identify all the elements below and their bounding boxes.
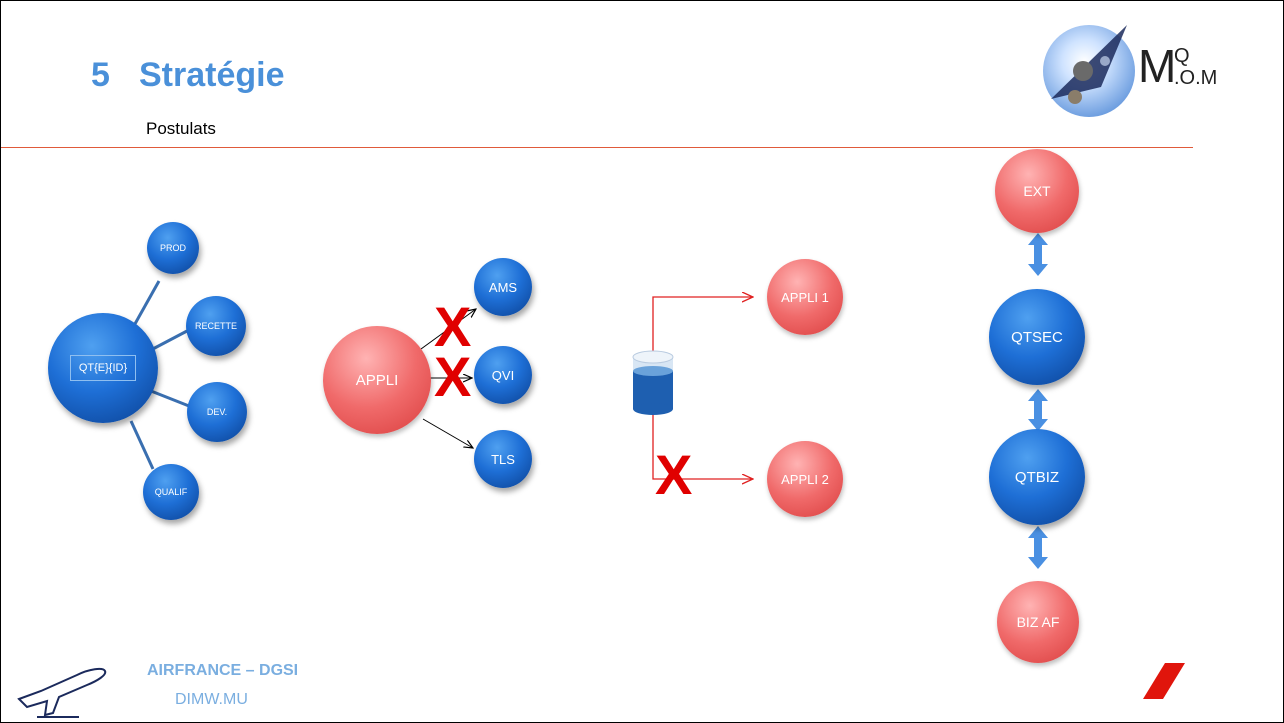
arrow-db-appli1 bbox=[652, 297, 753, 353]
double-arrow-qtsec-qtbiz bbox=[1028, 389, 1048, 431]
node-qt-eid: QT{E}{ID} bbox=[48, 313, 158, 423]
node-qvi: QVI bbox=[474, 346, 532, 404]
blocked-mark-appli2: X bbox=[655, 443, 693, 506]
node-dev: DEV. bbox=[187, 382, 247, 442]
airplane-icon bbox=[17, 667, 107, 718]
title-divider bbox=[1, 147, 1193, 148]
node-recette: RECETTE bbox=[186, 296, 246, 356]
node-qtbiz: QTBIZ bbox=[989, 429, 1085, 525]
node-appli2: APPLI 2 bbox=[767, 441, 843, 517]
page-title: 5 Stratégie bbox=[91, 56, 285, 95]
double-arrow-ext-qtsec bbox=[1028, 233, 1048, 276]
blocked-mark-ams: X bbox=[434, 295, 472, 358]
node-qtsec: QTSEC bbox=[989, 289, 1085, 385]
node-appli: APPLI bbox=[323, 326, 431, 434]
node-prod: PROD bbox=[147, 222, 199, 274]
database-icon bbox=[632, 350, 674, 415]
logo-om: .O.M bbox=[1174, 67, 1218, 89]
section-number: 5 bbox=[91, 56, 110, 94]
logo-q: Q bbox=[1174, 45, 1190, 67]
branch-line-dev bbox=[150, 389, 190, 408]
footer-unit: DIMW.MU bbox=[175, 691, 248, 708]
arrow-db-appli2 bbox=[652, 411, 753, 479]
node-qt-eid-label: QT{E}{ID} bbox=[69, 355, 137, 381]
blocked-mark-qvi: X bbox=[434, 345, 472, 408]
airfrance-stripe-logo bbox=[1143, 663, 1185, 699]
page-subtitle: Postulats bbox=[146, 119, 216, 138]
node-ext: EXT bbox=[995, 149, 1079, 233]
node-appli1: APPLI 1 bbox=[767, 259, 843, 335]
node-qualif: QUALIF bbox=[143, 464, 199, 520]
section-title: Stratégie bbox=[139, 56, 285, 94]
double-arrow-qtbiz-bizaf bbox=[1028, 526, 1048, 569]
branch-line-recette bbox=[148, 329, 188, 353]
arrow-appli-tls bbox=[422, 418, 473, 448]
branch-line-prod bbox=[129, 280, 161, 332]
node-tls: TLS bbox=[474, 430, 532, 488]
branch-line-qualif bbox=[129, 420, 155, 470]
node-biz-af: BIZ AF bbox=[997, 581, 1079, 663]
footer-org: AIRFRANCE – DGSI bbox=[147, 662, 299, 679]
mqom-logo-text: M Q .O.M bbox=[1138, 39, 1217, 93]
logo-letter: M bbox=[1138, 40, 1177, 92]
node-ams: AMS bbox=[474, 258, 532, 316]
arrow-appli-ams bbox=[420, 309, 476, 350]
mqom-logo-graphic bbox=[1043, 25, 1135, 117]
